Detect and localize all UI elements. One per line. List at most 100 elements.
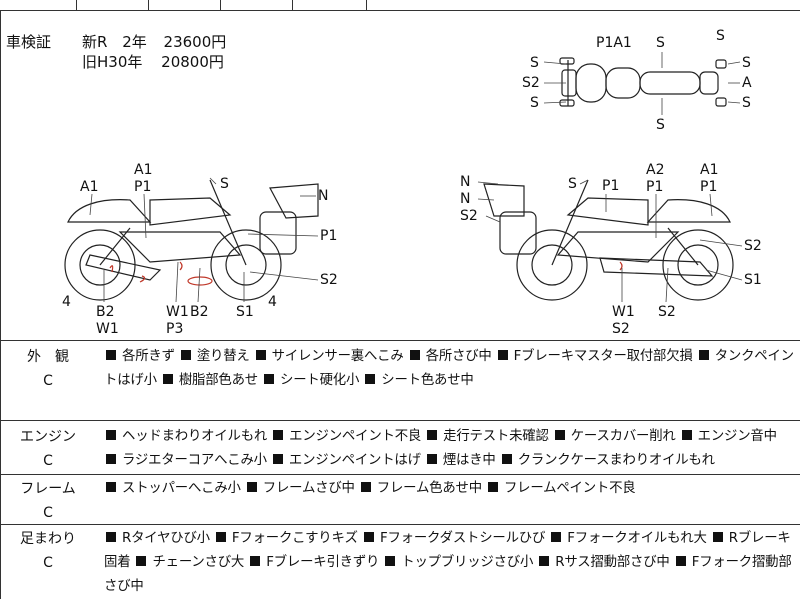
condition-grade: C: [43, 505, 53, 521]
bullet-square-icon: [501, 454, 512, 464]
bullet-square-icon: [272, 454, 283, 464]
diagram-label: P1A1: [596, 35, 632, 51]
condition-item: 走行テスト未確認: [443, 429, 549, 444]
shaken-years: 2年: [122, 33, 147, 51]
bullet-square-icon: [487, 482, 498, 492]
right-side-damage-marks: [619, 261, 623, 271]
condition-item: ラジエターコアへこみ小: [122, 453, 267, 468]
bullet-square-icon: [246, 482, 257, 492]
condition-item: Fブレーキマスター取付部欠損: [513, 349, 693, 364]
condition-item: Rブレーキ固着: [104, 531, 791, 570]
diagram-label: P1: [646, 179, 663, 195]
diagram-label: S2: [658, 304, 676, 320]
bullet-square-icon: [106, 532, 116, 542]
diagram-label: N: [460, 191, 470, 207]
condition-item: フレームさび中: [262, 481, 355, 496]
diagram-label: S: [530, 95, 539, 111]
condition-item: フレーム色あせ中: [376, 481, 482, 496]
condition-item: エンジンペイント不良: [289, 429, 422, 444]
diagram-label: S: [716, 28, 725, 44]
bullet-square-icon: [427, 430, 438, 440]
condition-item: サイレンサー裏へこみ: [271, 349, 404, 364]
right-side-labels: N N S2 S P1 A2 P1 A1 P1 S2 S1 W1 S2 S2: [460, 162, 762, 337]
shaken-row-new: 新R 2年 23600円: [82, 32, 226, 52]
condition-item: ヘッドまわりオイルもれ: [122, 429, 268, 444]
bullet-square-icon: [426, 454, 437, 464]
diagram-label: P1: [134, 179, 151, 195]
diagram-label: S1: [236, 304, 254, 320]
diagram-label: S: [656, 35, 665, 51]
condition-category: 外 観: [27, 349, 69, 365]
condition-category: フレーム: [20, 481, 76, 497]
diagram-label: N: [460, 174, 470, 190]
left-side-damage-marks: [109, 261, 213, 286]
diagram-label: S: [568, 176, 577, 192]
condition-item: クランクケースまわりオイルもれ: [517, 453, 715, 468]
left-side-bike: [64, 179, 319, 301]
condition-item: チェーンさび大: [152, 555, 245, 570]
diagram-label: S2: [460, 208, 478, 224]
diagram-label: W1: [612, 304, 635, 320]
condition-row-suspension: 足まわり C Rタイヤひび小 Fフォークこすりキズ Fフォークダストシールひび …: [0, 524, 800, 601]
diagram-label: P1: [320, 228, 337, 244]
bullet-square-icon: [497, 350, 508, 360]
condition-item: Fフォークこすりキズ: [231, 531, 358, 546]
bullet-square-icon: [698, 350, 709, 360]
top-view-bike: [559, 57, 727, 107]
diagram-label: 4: [268, 294, 277, 310]
condition-row-engine: エンジン C ヘッドまわりオイルもれ エンジンペイント不良 走行テスト未確認 ケ…: [0, 420, 800, 475]
diagram-label: 4: [62, 294, 71, 310]
shaken-price: 20800円: [161, 53, 224, 71]
condition-notes: Rタイヤひび小 Fフォークこすりキズ Fフォークダストシールひび Fフォークオイ…: [104, 527, 794, 599]
bullet-square-icon: [363, 532, 374, 542]
condition-item: エンジン音中: [697, 429, 777, 444]
condition-grade: C: [43, 555, 53, 571]
damage-diagram: P1A1 S S S2 S S S A S S: [62, 28, 762, 337]
bullet-square-icon: [106, 454, 116, 464]
bullet-square-icon: [365, 374, 376, 384]
bullet-square-icon: [712, 532, 723, 542]
sheet-frame: [0, 10, 800, 599]
bullet-square-icon: [360, 482, 371, 492]
diagram-label: B2: [96, 304, 115, 320]
condition-item: 樹脂部色あせ: [178, 373, 258, 388]
condition-notes: ヘッドまわりオイルもれ エンジンペイント不良 走行テスト未確認 ケースカバー削れ…: [104, 425, 794, 473]
condition-item: 各所さび中: [425, 349, 492, 364]
shaken-kind: 新R: [82, 33, 108, 51]
diagram-label: S2: [612, 321, 630, 337]
condition-item: フレームペイント不良: [503, 481, 636, 496]
diagram-label: A1: [700, 162, 718, 178]
previous-table-edge: [0, 0, 800, 11]
diagram-label: W1: [96, 321, 119, 337]
bullet-square-icon: [250, 556, 261, 566]
condition-row-frame: フレーム C ストッパーへこみ小 フレームさび中 フレーム色あせ中 フレームペイ…: [0, 474, 800, 525]
bullet-square-icon: [215, 532, 226, 542]
shaken-kind: 旧H30年: [82, 53, 143, 71]
condition-item: シート色あせ中: [381, 373, 474, 388]
bullet-square-icon: [273, 430, 284, 440]
bullet-square-icon: [180, 350, 191, 360]
condition-item: Fブレーキ引きずり: [266, 555, 380, 570]
shaken-label: 車検証: [6, 33, 52, 51]
diagram-label: A1: [80, 179, 98, 195]
bullet-square-icon: [106, 482, 116, 492]
bullet-square-icon: [539, 556, 550, 566]
diagram-label: N: [318, 188, 328, 204]
diagram-label: A2: [646, 162, 664, 178]
bullet-square-icon: [409, 350, 420, 360]
condition-item: 各所きず: [122, 349, 175, 364]
diagram-label: S2: [744, 238, 762, 254]
condition-item: Fフォークダストシールひび: [379, 531, 546, 546]
condition-item: タンクペイントはげ小: [104, 349, 794, 388]
condition-category: 足まわり: [20, 531, 76, 547]
diagram-label: P1: [602, 178, 619, 194]
diagram-label: A1: [134, 162, 152, 178]
condition-grade: C: [43, 453, 53, 469]
condition-item: ストッパーへこみ小: [122, 481, 241, 496]
bullet-square-icon: [106, 350, 116, 360]
bullet-square-icon: [162, 374, 173, 384]
left-side-labels: A1 A1 P1 S N P1 S2 4 B2 W1 W1 P3 B2 S1 4: [62, 162, 338, 337]
diagram-label: A: [742, 75, 752, 91]
bullet-square-icon: [255, 350, 266, 360]
